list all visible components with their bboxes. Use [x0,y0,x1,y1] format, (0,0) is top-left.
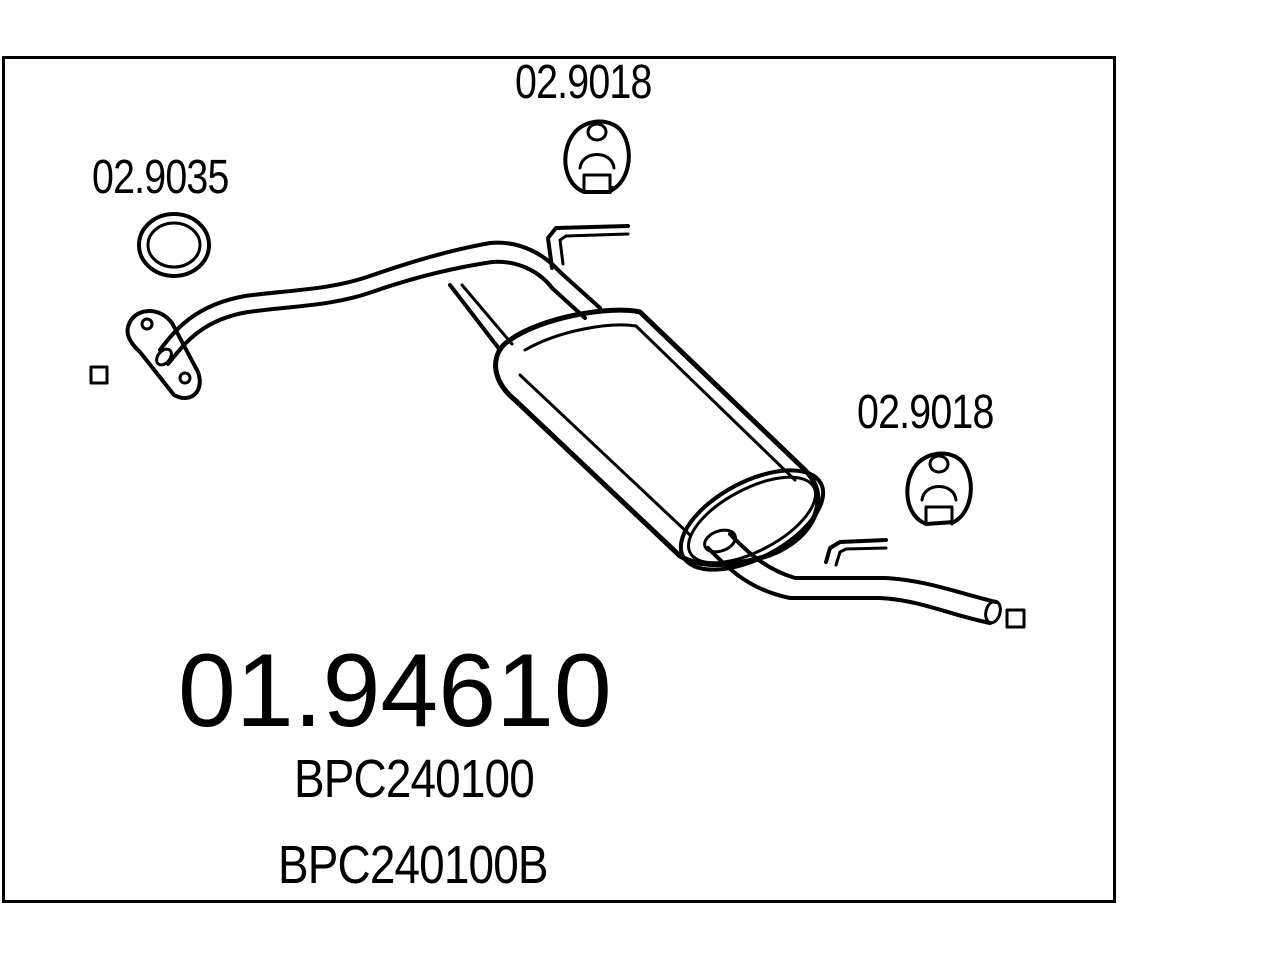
muffler-body [493,307,826,572]
hanger-top-code-label: 02.9018 [515,56,652,109]
diagram-frame [2,56,1116,903]
reference-code: BPC240100B [278,835,549,895]
rubber-hanger-icon [563,119,631,194]
inlet-pipe [155,224,630,367]
outlet-end-marker [1005,608,1026,629]
reference-code: BPC240100 [294,749,535,809]
inlet-end-marker [89,365,109,385]
tail-pipe [703,528,1002,625]
gasket-ring-icon [137,212,211,278]
inlet-flange [125,309,202,401]
gasket-code-label: 02.9035 [92,151,229,204]
hanger-right-code-label: 02.9018 [857,386,994,439]
rubber-hanger-icon [905,451,973,526]
part-number: 01.94610 [178,633,612,749]
